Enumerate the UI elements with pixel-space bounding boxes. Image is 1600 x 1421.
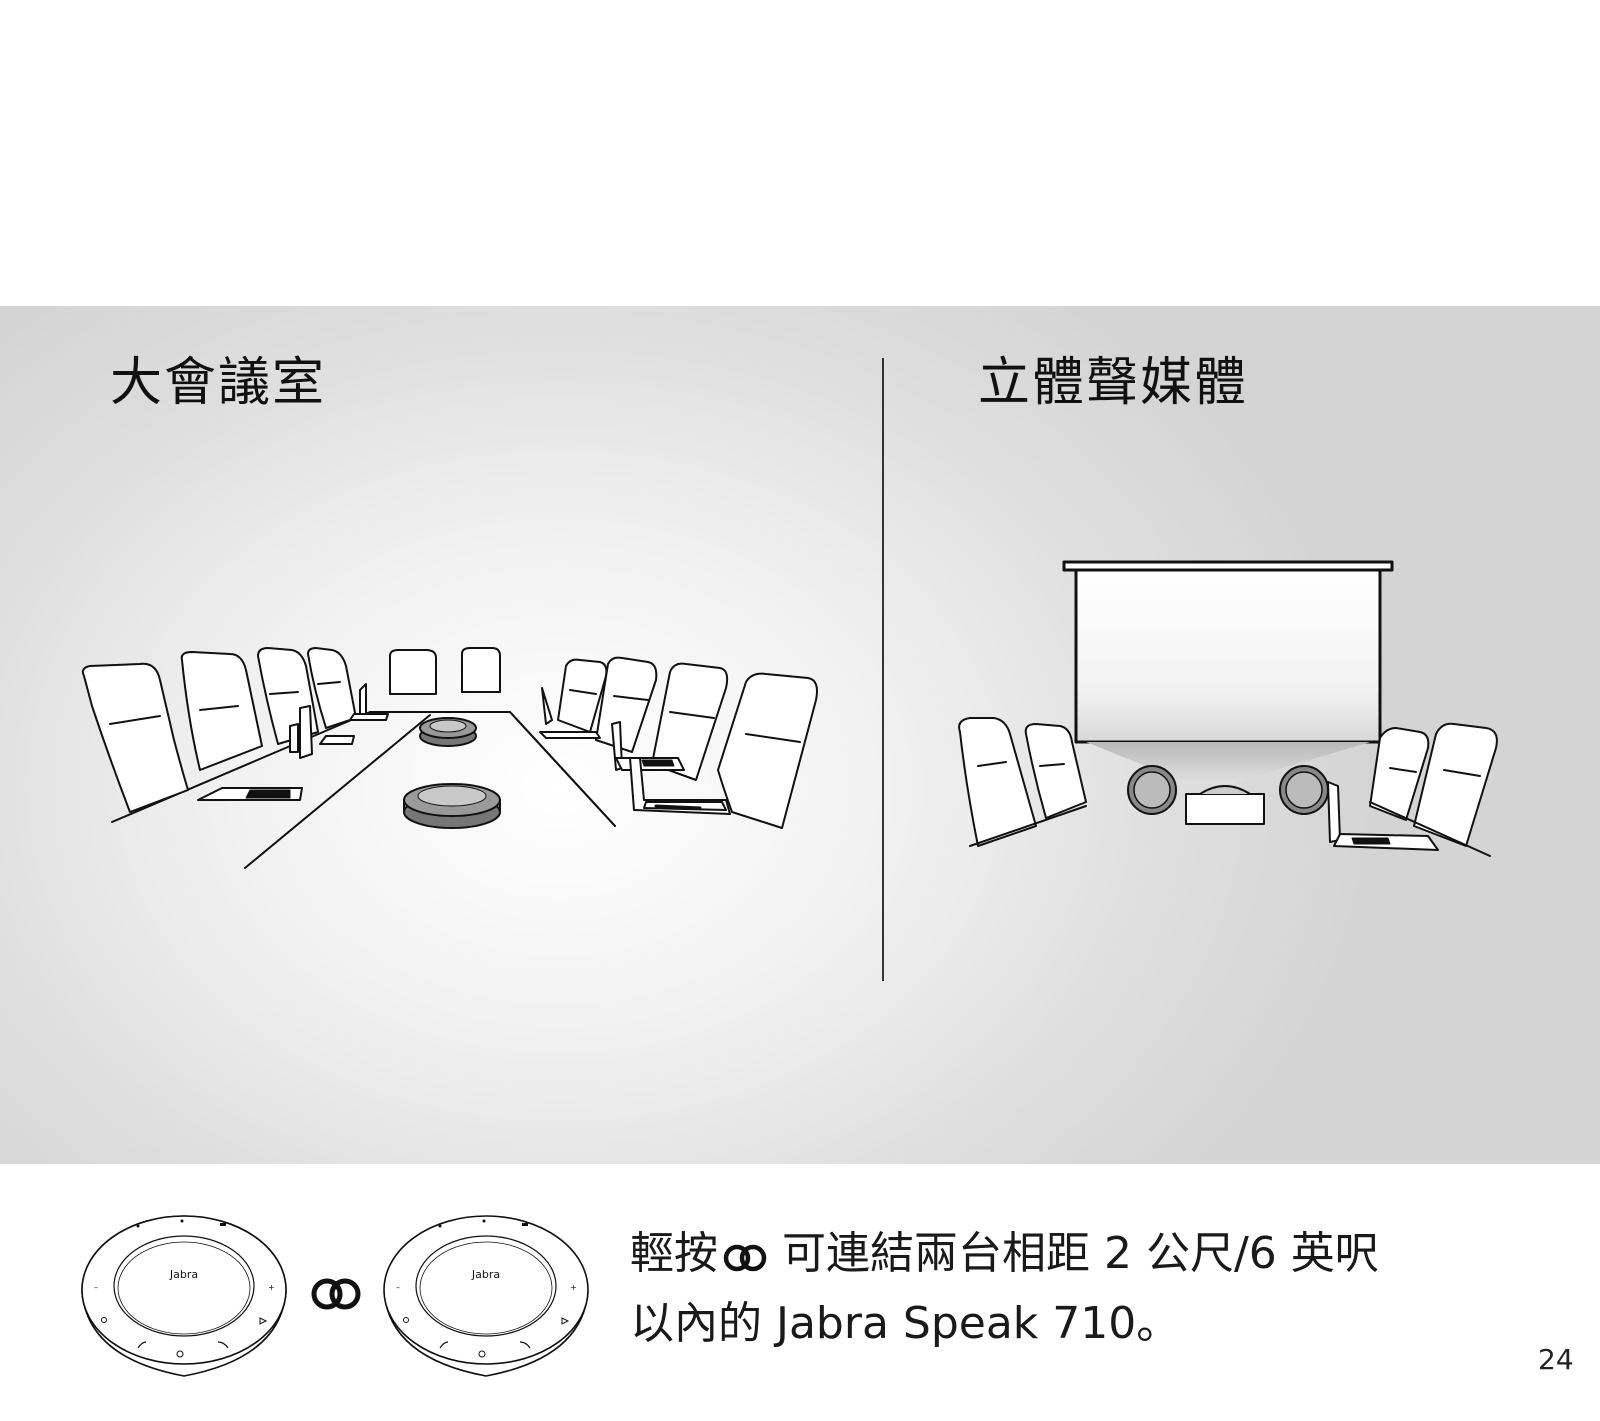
instruction-line-1: 輕按 可連結兩台相距 2 公尺/6 英呎	[630, 1222, 1530, 1292]
conference-room-illustration	[81, 647, 818, 869]
section-title-large-meeting-room: 大會議室	[110, 353, 327, 413]
speaker-brand-label: Jabra	[471, 1268, 500, 1281]
link-rings-icon	[722, 1228, 768, 1292]
instruction-line-2: 以內的 Jabra Speak 710。	[630, 1298, 1181, 1349]
page-number: 24	[1538, 1343, 1574, 1376]
stereo-media-illustration	[958, 560, 1498, 857]
speaker-brand-label: Jabra	[169, 1268, 198, 1281]
instruction-part-2: 可連結兩台相距 2 公尺/6 英呎	[782, 1228, 1379, 1279]
svg-text:–: –	[396, 1283, 400, 1292]
panel-divider	[882, 358, 884, 981]
svg-text:–: –	[94, 1283, 98, 1292]
svg-text:+: +	[268, 1283, 275, 1292]
section-title-stereo-media: 立體聲媒體	[978, 353, 1249, 413]
instruction-part-1: 輕按	[630, 1228, 718, 1279]
instruction-text: 輕按 可連結兩台相距 2 公尺/6 英呎 以內的 Jabra Speak 710。	[630, 1222, 1530, 1356]
link-rings-icon	[311, 1278, 361, 1310]
speaker-left-illustration: Jabra – +	[81, 1215, 287, 1377]
svg-text:+: +	[570, 1283, 577, 1292]
speaker-right-illustration: Jabra – +	[383, 1215, 589, 1377]
